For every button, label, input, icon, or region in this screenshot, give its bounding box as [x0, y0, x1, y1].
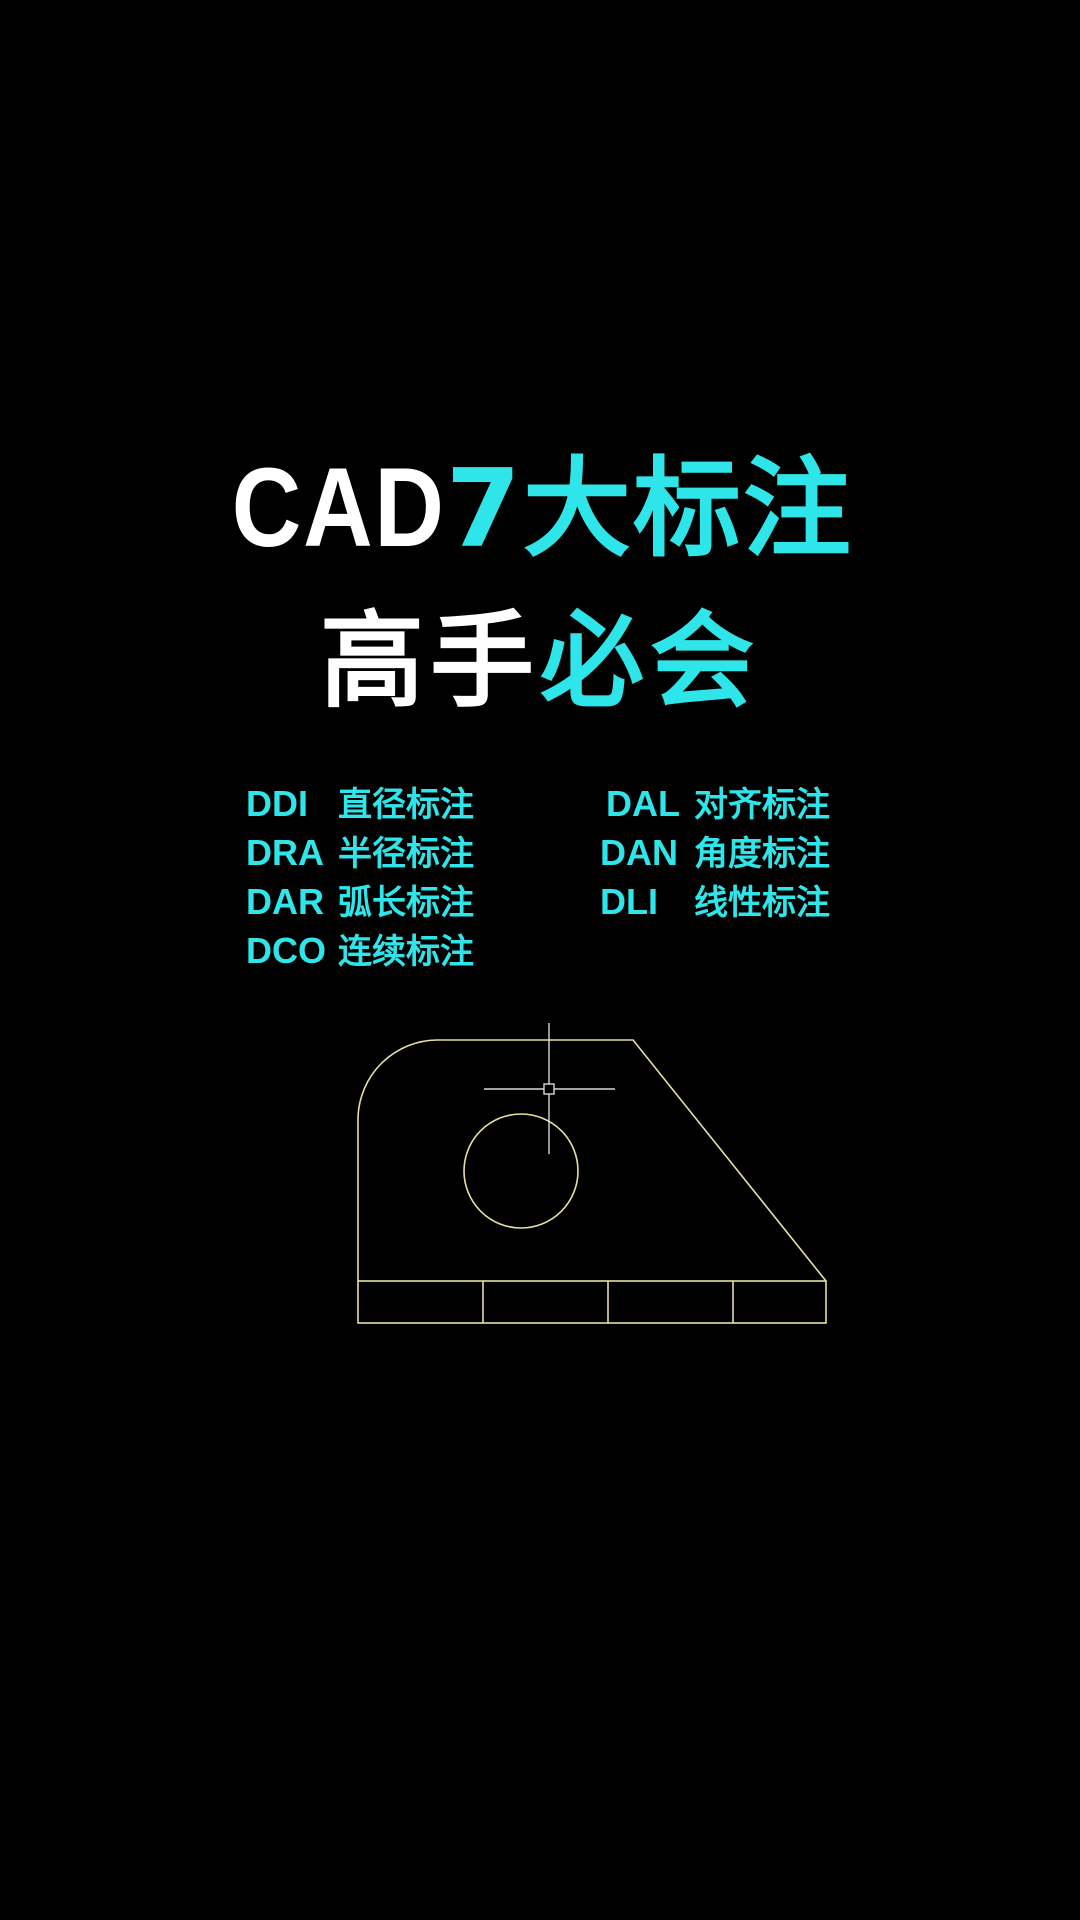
headline-seven-dimensions: 7大标注 [445, 447, 853, 572]
command-code: DCO [246, 930, 326, 971]
headline-experts: 高手 [319, 600, 540, 722]
part-outline [357, 1039, 827, 1324]
command-label: 对齐标注 [694, 785, 830, 825]
command-label: 半径标注 [338, 834, 474, 874]
headline-must-know: 必会 [540, 600, 761, 722]
command-label: 连续标注 [338, 932, 474, 972]
command-item-dan: DAN 角度标注 [600, 829, 830, 878]
circle-hole [463, 1113, 579, 1229]
command-label: 线性标注 [694, 883, 830, 923]
command-code: DDI [246, 783, 308, 824]
command-item-dar: DAR 弧长标注 [246, 878, 474, 927]
headline-cad: CAD [231, 445, 446, 570]
headline-line-2: 高手必会 [0, 596, 1080, 726]
command-label: 弧长标注 [338, 883, 474, 923]
crosshair-cursor-icon [484, 1023, 615, 1154]
headline-line-1: CAD7大标注 [0, 448, 1080, 570]
command-code: DRA [246, 832, 324, 873]
command-code: DAN [600, 832, 678, 873]
command-item-dra: DRA 半径标注 [246, 829, 474, 878]
command-item-dal: DAL 对齐标注 [606, 780, 830, 829]
command-code: DAR [246, 881, 324, 922]
command-label: 直径标注 [338, 785, 474, 825]
outline-path [357, 1039, 827, 1282]
command-item-dco: DCO 连续标注 [246, 927, 474, 976]
command-code: DAL [606, 783, 680, 824]
base-rectangle [357, 1280, 827, 1324]
command-item-ddi: DDI 直径标注 [246, 780, 474, 829]
command-code: DLI [600, 881, 658, 922]
command-item-dli: DLI 线性标注 [600, 878, 830, 927]
command-label: 角度标注 [694, 834, 830, 874]
